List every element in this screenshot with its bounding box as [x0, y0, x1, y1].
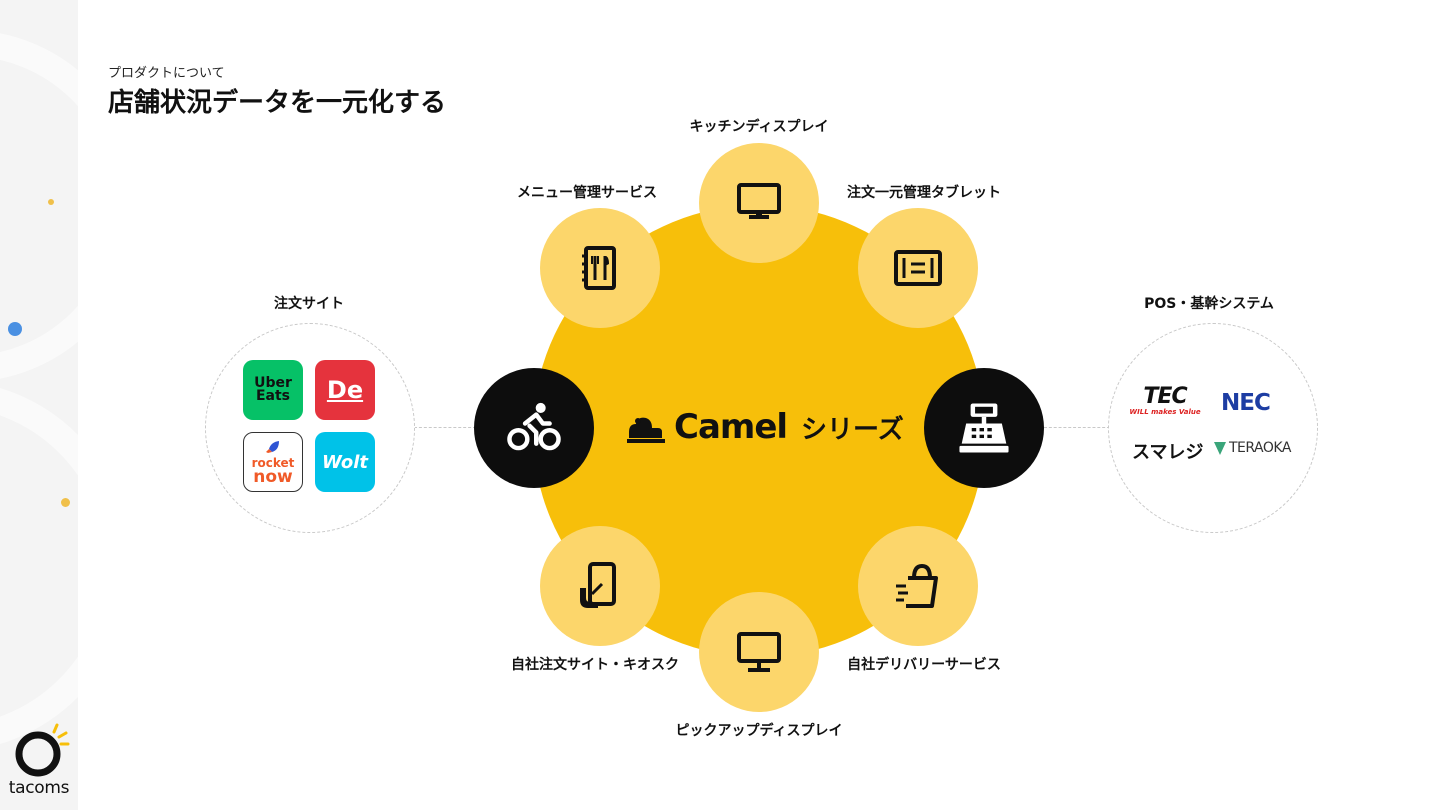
uber-eats-word-2: Eats	[255, 388, 291, 404]
camel-brand-name: Camel	[674, 407, 788, 447]
cash-register-icon	[959, 403, 1009, 453]
demaecan-app-text: De	[326, 376, 364, 404]
self-delivery-label: 自社デリバリーサービス	[847, 657, 1001, 673]
camel-logo-icon	[627, 417, 665, 443]
nec-logo: NEC	[1221, 390, 1271, 416]
bicycle-icon	[507, 402, 561, 451]
rocket-icon	[266, 441, 279, 453]
demaecan-app-icon: De	[315, 360, 375, 420]
series-label: シリーズ	[801, 414, 904, 445]
uber-eats-word-1: Uber	[254, 375, 292, 391]
self-order-kiosk-label: 自社注文サイト・キオスク	[511, 657, 679, 673]
tec-logo: TEC WILL makes Value	[1124, 386, 1206, 417]
pickup-display-node	[699, 592, 819, 712]
connector-line-right	[1044, 427, 1110, 428]
decorative-swirl	[0, 380, 78, 752]
menu-management-label: メニュー管理サービス	[517, 185, 657, 201]
kitchen-display-node	[699, 143, 819, 263]
order-tablet-node	[858, 208, 978, 328]
smaregi-logo: スマレジ	[1132, 442, 1204, 463]
decorative-dot	[61, 498, 70, 507]
menu-management-node	[540, 208, 660, 328]
rocket-now-app-icon: rocket now	[243, 432, 303, 492]
tablet-icon	[894, 250, 942, 286]
uber-eats-app-icon: Uber Eats	[243, 360, 303, 420]
tec-tagline: WILL makes Value	[1129, 408, 1201, 416]
fast-shopping-bag-icon	[896, 563, 938, 608]
tacoms-logo: tacoms	[8, 722, 70, 802]
monitor-icon	[737, 183, 781, 219]
order-sites-group	[205, 323, 415, 533]
order-tablet-label: 注文一元管理タブレット	[847, 185, 1001, 201]
section-eyebrow: プロダクトについて	[108, 66, 225, 81]
pos-systems-group	[1108, 323, 1318, 533]
wolt-app-icon: Wolt	[315, 432, 375, 492]
smartphone-tap-icon	[580, 562, 616, 608]
left-decorative-sidebar	[0, 0, 78, 810]
decorative-dot	[48, 199, 54, 205]
self-order-kiosk-node	[540, 526, 660, 646]
order-sites-title: 注文サイト	[274, 296, 344, 312]
page-title: 店舗状況データを一元化する	[108, 88, 447, 118]
camel-series-brand: Camel シリーズ	[626, 404, 904, 450]
decorative-dot	[8, 322, 22, 336]
teraoka-logo: TERAOKA	[1213, 440, 1291, 456]
tacoms-logo-mark-icon	[15, 723, 70, 777]
monitor-stand-icon	[737, 632, 781, 672]
rocket-now-word-2: now	[253, 467, 293, 487]
wolt-app-text: Wolt	[321, 451, 368, 473]
self-delivery-node	[858, 526, 978, 646]
pos-register-node	[924, 368, 1044, 488]
delivery-rider-node	[474, 368, 594, 488]
pos-systems-title: POS・基幹システム	[1144, 296, 1274, 312]
connector-line-left	[414, 427, 476, 428]
teraoka-mark-icon	[1214, 442, 1226, 455]
rocket-now-word-1: rocket	[251, 456, 295, 470]
kitchen-display-label: キッチンディスプレイ	[689, 119, 829, 135]
teraoka-logo-text: TERAOKA	[1229, 440, 1291, 456]
tec-logo-text: TEC	[1143, 384, 1187, 409]
tacoms-logo-text: tacoms	[8, 778, 70, 798]
menu-book-icon	[582, 246, 616, 290]
pickup-display-label: ピックアップディスプレイ	[675, 723, 843, 739]
